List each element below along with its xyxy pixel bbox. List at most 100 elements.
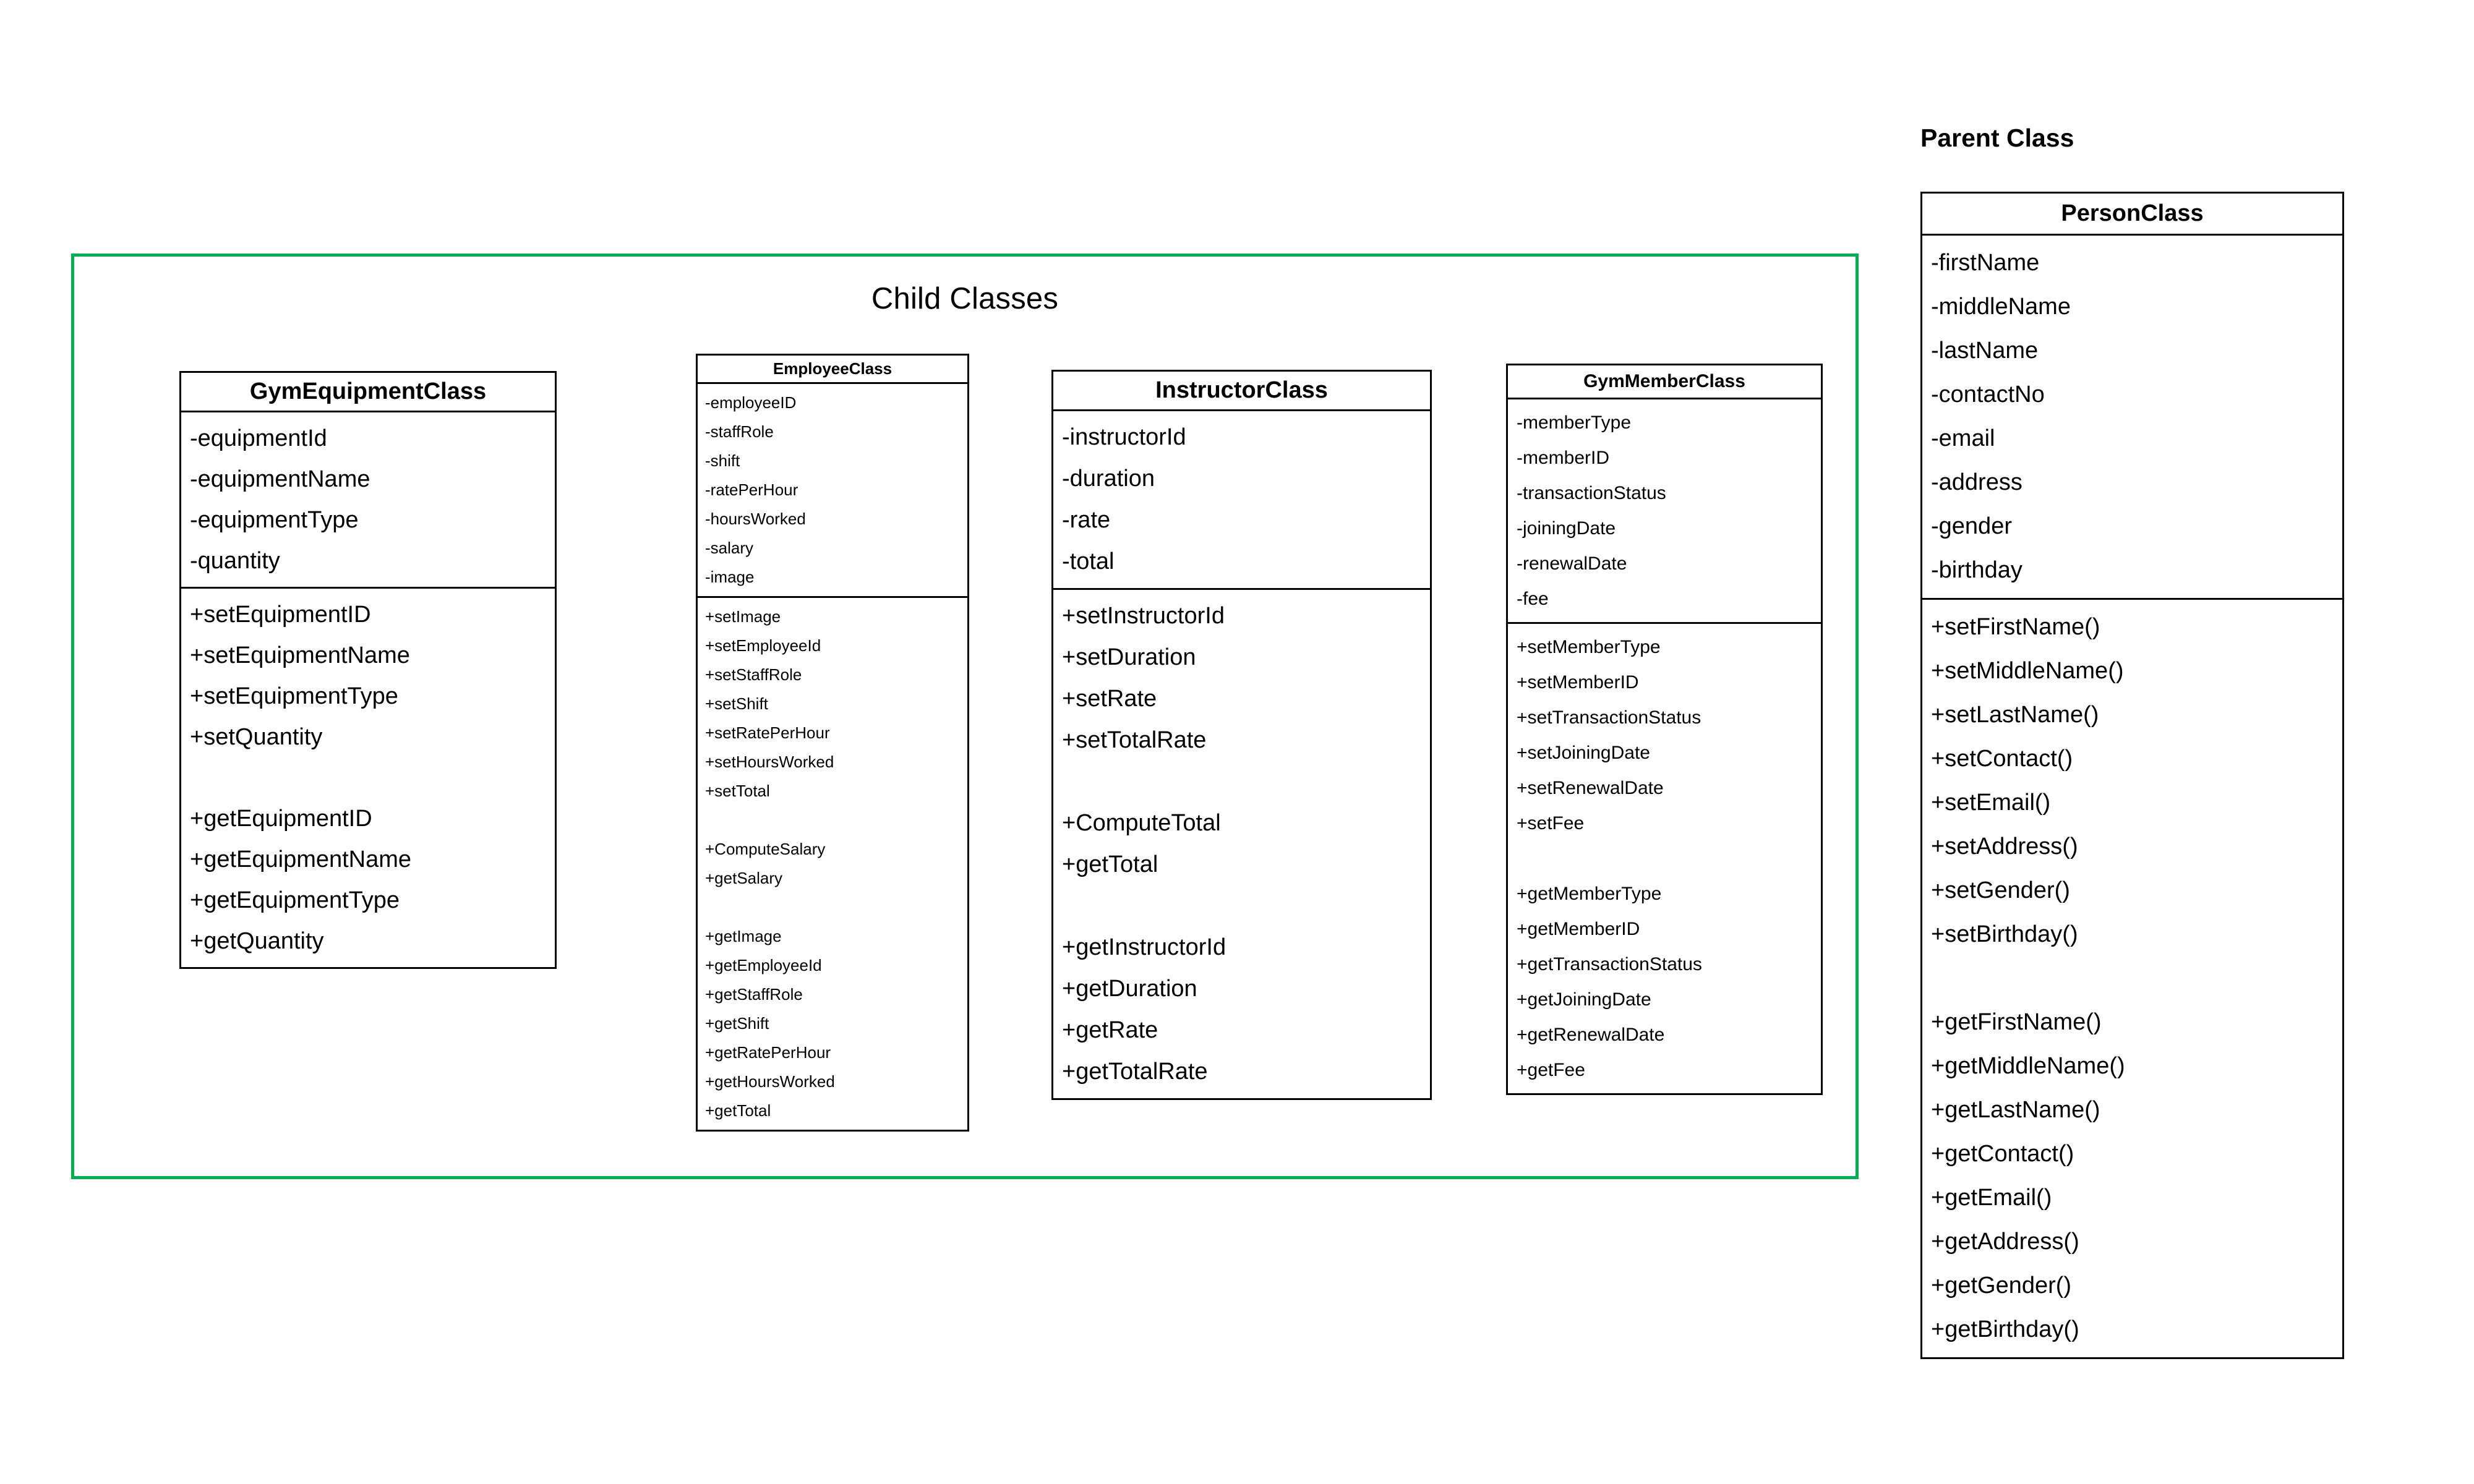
member-row: +setGender(): [1931, 877, 2070, 903]
member-row: +getRatePerHour: [705, 1043, 831, 1062]
member-row: +getTotalRate: [1062, 1059, 1208, 1085]
member-row: +setContact(): [1931, 746, 2073, 772]
member-row: +setShift: [705, 694, 768, 713]
member-row: +setImage: [705, 607, 781, 626]
class-box-gym-equipment[interactable]: GymEquipmentClass -equipmentId-equipment…: [179, 371, 557, 969]
spacer-row: [1922, 957, 2342, 1000]
member-row: -equipmentId: [190, 425, 327, 451]
spacer-row: [698, 893, 967, 922]
member-row: -memberType: [1517, 412, 1632, 433]
member-row: +setEquipmentName: [190, 642, 410, 668]
member-row: +setEquipmentType: [190, 683, 398, 709]
methods-section-employee: +setImage+setEmployeeId+setStaffRole+set…: [698, 596, 967, 1130]
attributes-section-employee: -employeeID-staffRole-shift-ratePerHour-…: [698, 384, 967, 596]
member-row: +setDuration: [1062, 644, 1196, 670]
member-row: -equipmentName: [190, 466, 370, 492]
methods-section-instructor: +setInstructorId+setDuration+setRate+set…: [1053, 588, 1430, 1098]
member-row: +setRatePerHour: [705, 723, 830, 742]
member-row: +setTotal: [705, 782, 770, 800]
member-row: +getMemberID: [1517, 919, 1640, 939]
member-row: +setFee: [1517, 813, 1585, 834]
member-row: -image: [705, 568, 755, 586]
attributes-section-gym-member: -memberType-memberID-transactionStatus-j…: [1508, 399, 1821, 622]
member-row: -total: [1062, 548, 1115, 574]
member-row: +setMiddleName(): [1931, 658, 2124, 684]
member-row: +setMemberID: [1517, 672, 1639, 693]
member-row: +setFirstName(): [1931, 614, 2100, 640]
spacer-row: [1053, 885, 1430, 927]
member-row: -birthday: [1931, 557, 2022, 583]
member-row: +getShift: [705, 1014, 769, 1033]
member-row: +getEmployeeId: [705, 956, 822, 974]
member-row: +setMemberType: [1517, 637, 1661, 657]
member-row: +setHoursWorked: [705, 753, 834, 771]
class-box-instructor[interactable]: InstructorClass -instructorId -duration -r…: [1051, 370, 1432, 1100]
member-row: +setLastName(): [1931, 702, 2099, 728]
spacer-row: [181, 757, 555, 798]
member-row: +getDuration: [1062, 976, 1197, 1002]
member-row: +getHoursWorked: [705, 1072, 835, 1091]
member-row: +getQuantity: [190, 928, 324, 954]
member-row: +getSalary: [705, 869, 783, 887]
member-row: -gender: [1931, 513, 2012, 539]
member-row: +setTotalRate: [1062, 727, 1207, 753]
member-row: -fee: [1517, 589, 1549, 609]
class-name-instructor: InstructorClass: [1053, 372, 1430, 411]
class-name-employee: EmployeeClass: [698, 356, 967, 384]
class-box-person[interactable]: PersonClass -firstName-middleName-lastNa…: [1920, 192, 2344, 1359]
class-name-gym-equipment: GymEquipmentClass: [181, 373, 555, 412]
member-row: +getLastName(): [1931, 1097, 2100, 1123]
member-row: -duration: [1062, 466, 1155, 492]
member-row: -employeeID: [705, 393, 797, 412]
member-row: +setTransactionStatus: [1517, 707, 1701, 728]
member-row: +setRenewalDate: [1517, 778, 1664, 798]
member-row: +setAddress(): [1931, 834, 2078, 859]
member-row: +setJoiningDate: [1517, 743, 1650, 763]
member-row: -shift: [705, 451, 740, 470]
member-row: -staffRole: [705, 422, 774, 441]
member-row: +getBirthday(): [1931, 1316, 2079, 1342]
member-row: +setQuantity: [190, 724, 323, 750]
member-row: +getRate: [1062, 1017, 1158, 1043]
member-row: -middleName: [1931, 294, 2071, 320]
member-row: -quantity: [190, 548, 280, 574]
member-row: +setRate: [1062, 686, 1157, 712]
member-row: +getTotal: [705, 1101, 771, 1120]
member-row: -renewalDate: [1517, 553, 1627, 574]
member-row: +setBirthday(): [1931, 921, 2078, 947]
class-name-person: PersonClass: [1922, 194, 2342, 236]
member-row: +getEquipmentID: [190, 806, 372, 832]
member-row: -equipmentType: [190, 507, 359, 533]
member-row: +setStaffRole: [705, 665, 802, 684]
member-row: +setEmail(): [1931, 790, 2051, 816]
member-row: +getFirstName(): [1931, 1009, 2102, 1035]
member-row: +ComputeSalary: [705, 840, 826, 858]
member-row: +getAddress(): [1931, 1229, 2079, 1255]
class-box-employee[interactable]: EmployeeClass -employeeID -staffRole -shif…: [696, 354, 969, 1132]
member-row: -memberID: [1517, 448, 1610, 468]
member-row: +getMemberType: [1517, 884, 1662, 904]
class-name-gym-member: GymMemberClass: [1508, 365, 1821, 399]
member-row: -email: [1931, 425, 1995, 451]
spacer-row: [1508, 841, 1821, 876]
member-row: +getTotal: [1062, 851, 1158, 877]
class-box-gym-member[interactable]: GymMemberClass -memberType -memberID -tran…: [1506, 364, 1823, 1095]
methods-section-person: +setFirstName() +setMiddleName() +setLastN…: [1922, 598, 2342, 1357]
parent-class-group-label: Parent Class: [1920, 124, 2074, 152]
member-row: -instructorId: [1062, 424, 1186, 450]
member-row: +getEquipmentName: [190, 846, 412, 872]
attributes-section-person: -firstName-middleName-lastName-contactNo…: [1922, 236, 2342, 598]
member-row: -rate: [1062, 507, 1111, 533]
member-row: +getEquipmentType: [190, 887, 400, 913]
member-row: +getGender(): [1931, 1273, 2072, 1298]
member-row: +getRenewalDate: [1517, 1025, 1665, 1045]
member-row: +getInstructorId: [1062, 934, 1226, 960]
attributes-section-gym-equipment: -equipmentId -equipmentName -equipmentType…: [181, 412, 555, 587]
member-row: +getFee: [1517, 1060, 1585, 1080]
member-row: +getJoiningDate: [1517, 989, 1651, 1010]
spacer-row: [1053, 761, 1430, 803]
member-row: -address: [1931, 469, 2022, 495]
member-row: +getTransactionStatus: [1517, 954, 1702, 974]
member-row: -transactionStatus: [1517, 483, 1666, 503]
member-row: +getStaffRole: [705, 985, 803, 1004]
